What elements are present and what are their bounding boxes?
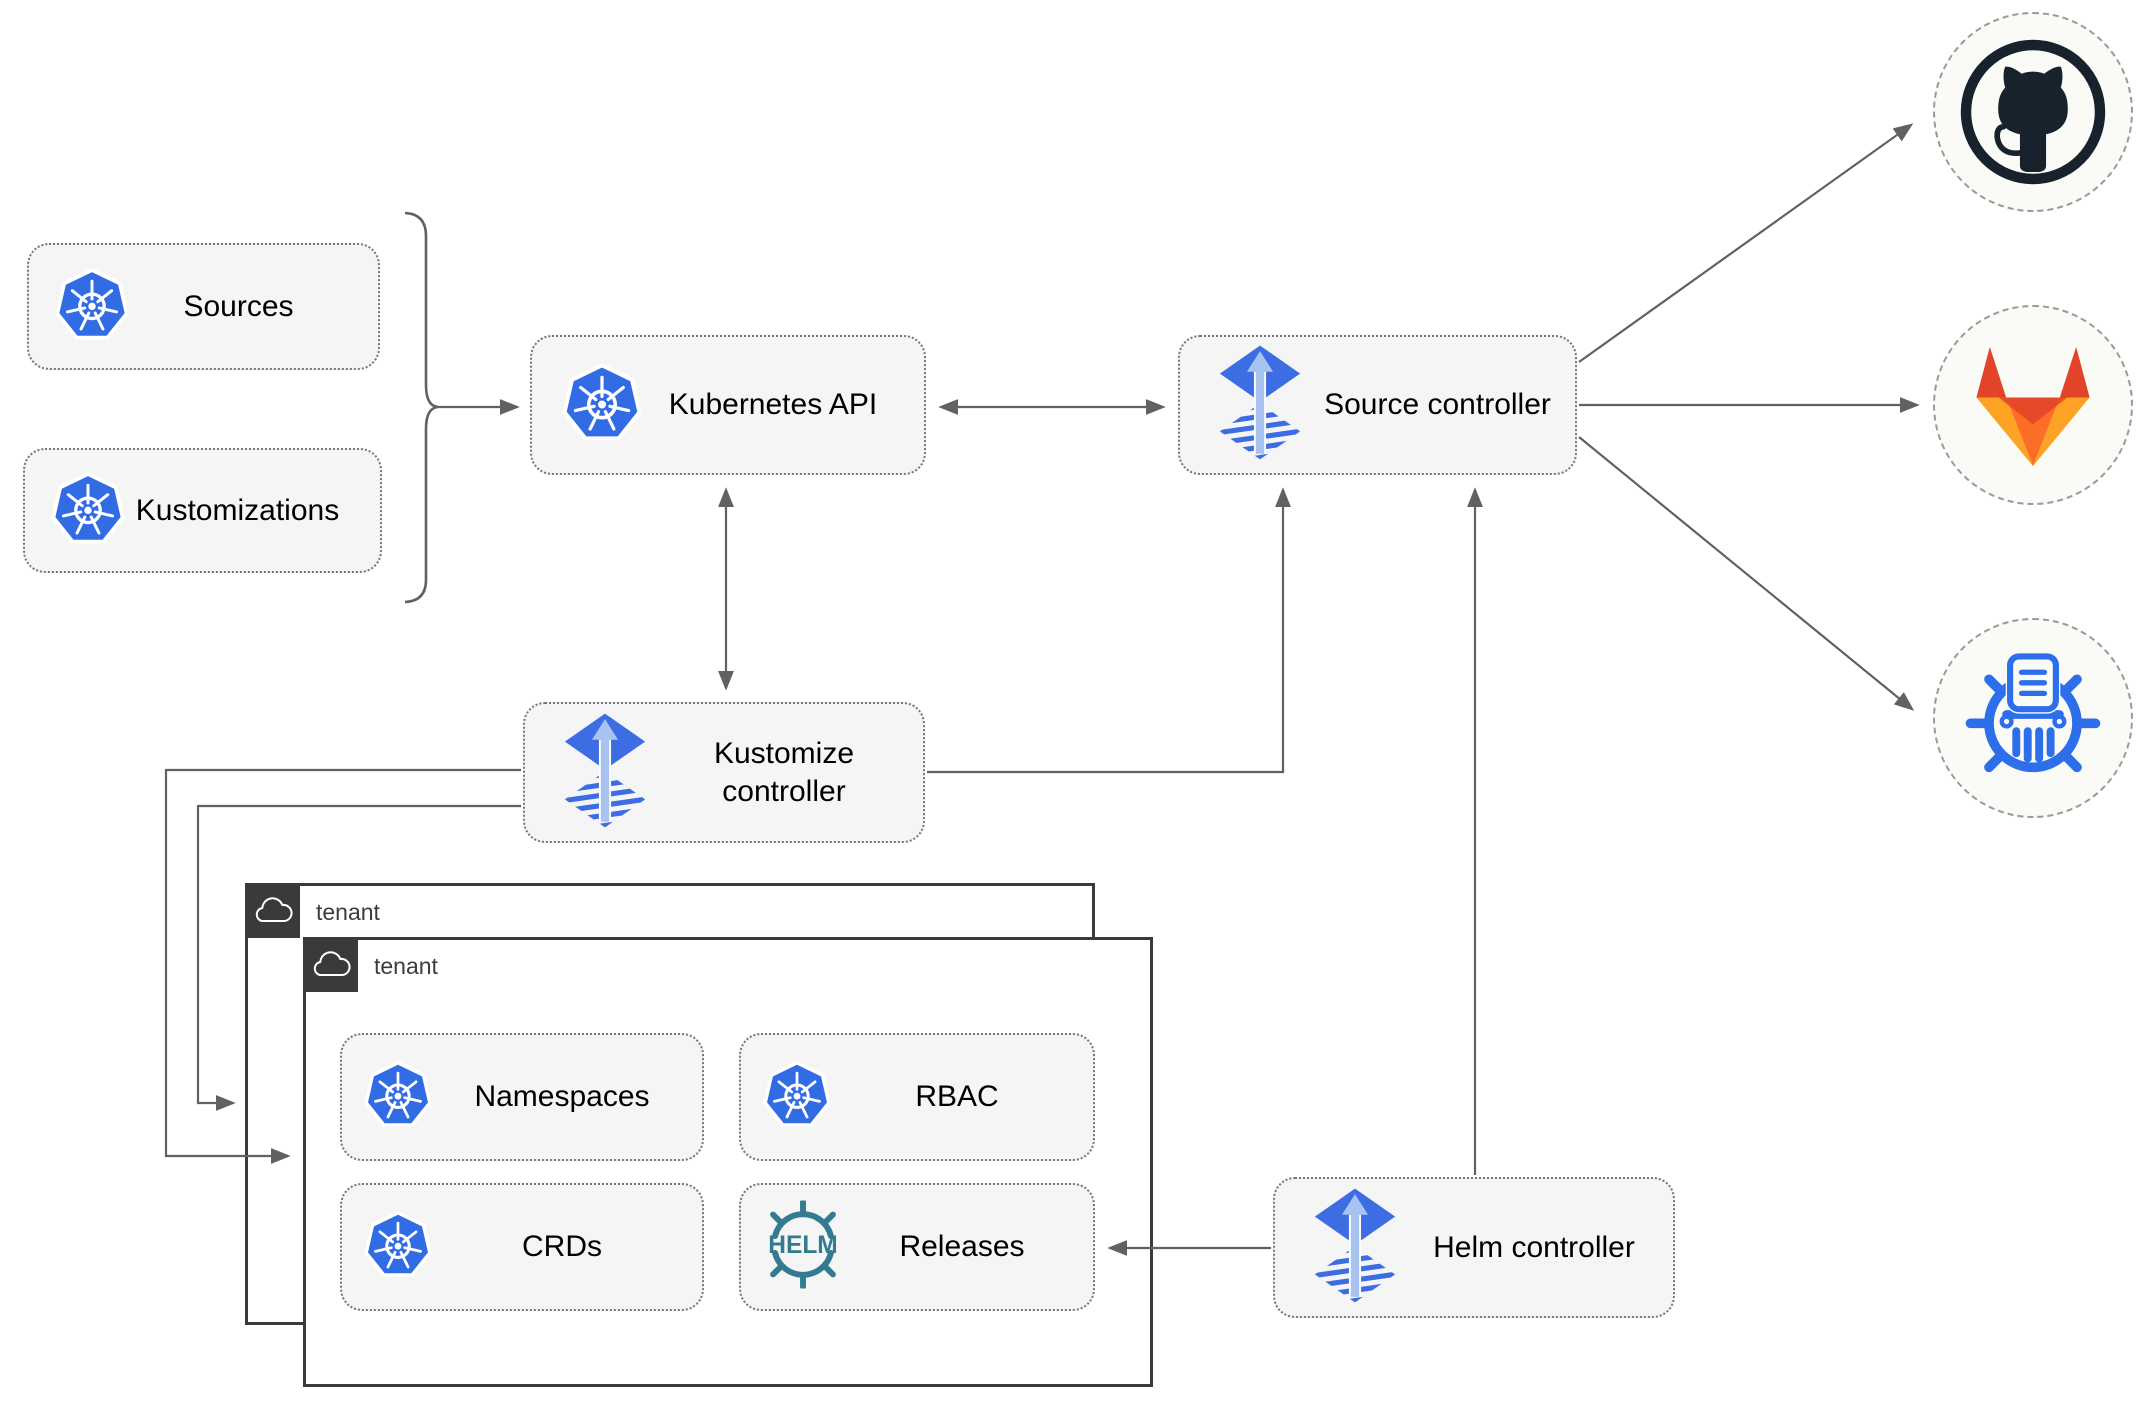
kubernetes-icon bbox=[763, 1061, 831, 1133]
node-source-controller: Source controller bbox=[1178, 335, 1577, 475]
cloud-icon bbox=[313, 950, 351, 976]
flux-icon bbox=[1218, 344, 1302, 467]
cloud-icon bbox=[255, 896, 293, 922]
tenant-container-front: tenant bbox=[303, 937, 1153, 1387]
node-helm-controller: Helm controller bbox=[1273, 1177, 1675, 1318]
node-kustomize-controller: Kustomize controller bbox=[523, 702, 925, 843]
node-label: Source controller bbox=[1324, 388, 1551, 422]
kubernetes-icon bbox=[364, 1211, 432, 1283]
node-namespaces: Namespaces bbox=[340, 1033, 704, 1161]
node-kubernetes-api: Kubernetes API bbox=[530, 335, 926, 475]
node-crds: CRDs bbox=[340, 1183, 704, 1311]
node-releases: HELM Releases bbox=[739, 1183, 1095, 1311]
node-label: Helm controller bbox=[1433, 1230, 1635, 1264]
remote-github bbox=[1933, 12, 2133, 212]
flux-icon bbox=[1313, 1186, 1397, 1309]
bracket-sources-group bbox=[404, 211, 439, 604]
tenant-header bbox=[245, 883, 300, 938]
node-label: Releases bbox=[899, 1230, 1025, 1264]
gitlab-icon bbox=[1976, 346, 2090, 467]
node-label: CRDs bbox=[522, 1230, 602, 1264]
node-kustomizations: Kustomizations bbox=[23, 448, 382, 573]
node-sources: Sources bbox=[27, 243, 380, 370]
kubernetes-icon bbox=[55, 267, 129, 345]
node-label: Sources bbox=[183, 289, 294, 323]
github-icon bbox=[1960, 39, 2106, 185]
node-rbac: RBAC bbox=[739, 1033, 1095, 1161]
edge-source-to-helm-repository bbox=[1578, 436, 1915, 711]
flux-icon bbox=[563, 711, 647, 834]
kubernetes-icon bbox=[51, 471, 125, 549]
tenant-label: tenant bbox=[374, 953, 438, 979]
edge-source-to-github bbox=[1578, 123, 1914, 363]
edge-kustomize-to-source-controller bbox=[927, 487, 1291, 774]
helm-icon: HELM bbox=[759, 1199, 847, 1294]
kubernetes-icon bbox=[562, 363, 642, 447]
svg-text:HELM: HELM bbox=[768, 1232, 837, 1259]
node-label: Kubernetes API bbox=[668, 388, 878, 422]
node-label: Kustomize controller bbox=[713, 737, 855, 808]
remote-gitlab bbox=[1933, 305, 2133, 505]
tenant-label: tenant bbox=[316, 899, 380, 925]
helm-repository-icon bbox=[1965, 652, 2101, 773]
node-label: Kustomizations bbox=[135, 493, 340, 527]
node-label: RBAC bbox=[915, 1080, 999, 1114]
kubernetes-icon bbox=[364, 1061, 432, 1133]
tenant-header bbox=[303, 937, 358, 992]
remote-helm-repository bbox=[1933, 618, 2133, 818]
